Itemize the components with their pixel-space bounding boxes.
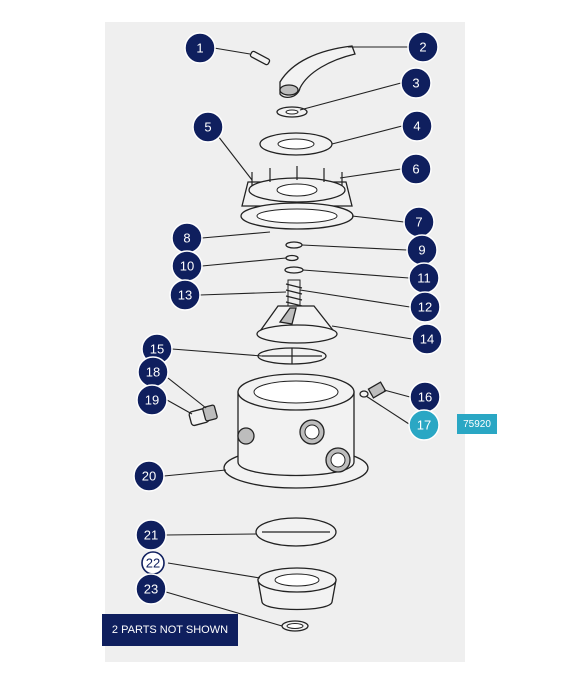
svg-text:9: 9 [418,243,425,258]
callout-14: 14 [411,323,443,355]
part-14-rotor [256,305,338,344]
callout-18: 18 [137,356,169,388]
callout-13: 13 [169,279,201,311]
part-17-o-ring [359,390,369,398]
part-19-fitting [188,404,218,427]
svg-text:14: 14 [420,332,434,347]
part-21-gasket [255,517,337,547]
svg-text:4: 4 [413,119,420,134]
svg-text:1: 1 [196,41,203,56]
part-23-o-ring [281,620,309,632]
callout-3: 3 [400,67,432,99]
part-7-o-ring [240,202,354,230]
svg-text:17: 17 [417,418,431,433]
callout-7: 7 [403,206,435,238]
callout-16: 16 [409,381,441,413]
svg-text:11: 11 [417,271,431,286]
callout-22: 22 [141,551,165,575]
svg-text:18: 18 [146,365,160,380]
catalog-number-tag: 75920 [457,414,497,434]
part-5-cover [241,166,353,207]
callout-6: 6 [400,153,432,185]
callout-12: 12 [409,291,441,323]
callout-8: 8 [171,222,203,254]
part-3-washer [276,106,308,118]
part-15-gasket [257,347,327,365]
callout-10: 10 [171,250,203,282]
svg-text:6: 6 [412,162,419,177]
svg-text:19: 19 [145,393,159,408]
part-2-handle [279,45,356,99]
callout-4: 4 [401,110,433,142]
part-4-gasket [259,132,333,156]
part-9-ring [285,241,303,249]
callout-2: 2 [407,31,439,63]
svg-text:7: 7 [415,215,422,230]
callout-9: 9 [406,234,438,266]
svg-text:20: 20 [142,469,156,484]
part-16-drain-plug [367,381,387,399]
svg-text:13: 13 [178,288,192,303]
part-11-ring [284,266,304,274]
parts-not-shown-note: 2 PARTS NOT SHOWN [102,614,238,646]
svg-text:2: 2 [419,40,426,55]
svg-text:23: 23 [144,582,158,597]
svg-text:22: 22 [146,556,160,571]
part-22-base [257,567,337,611]
svg-text:5: 5 [204,120,211,135]
svg-text:12: 12 [418,300,432,315]
svg-text:16: 16 [418,390,432,405]
callout-23: 23 [135,573,167,605]
callout-5: 5 [192,111,224,143]
svg-text:3: 3 [412,76,419,91]
svg-text:10: 10 [180,259,194,274]
part-1-pin [249,50,271,66]
callout-17: 17 [408,409,440,441]
callout-11: 11 [408,262,440,294]
callout-20: 20 [133,460,165,492]
svg-text:21: 21 [144,528,158,543]
part-20-valve-body [223,373,369,489]
callout-1: 1 [184,32,216,64]
callout-21: 21 [135,519,167,551]
leader-lines [163,46,413,627]
svg-text:15: 15 [150,342,164,357]
svg-text:8: 8 [183,231,190,246]
callout-19: 19 [136,384,168,416]
part-10-ring [285,254,299,262]
